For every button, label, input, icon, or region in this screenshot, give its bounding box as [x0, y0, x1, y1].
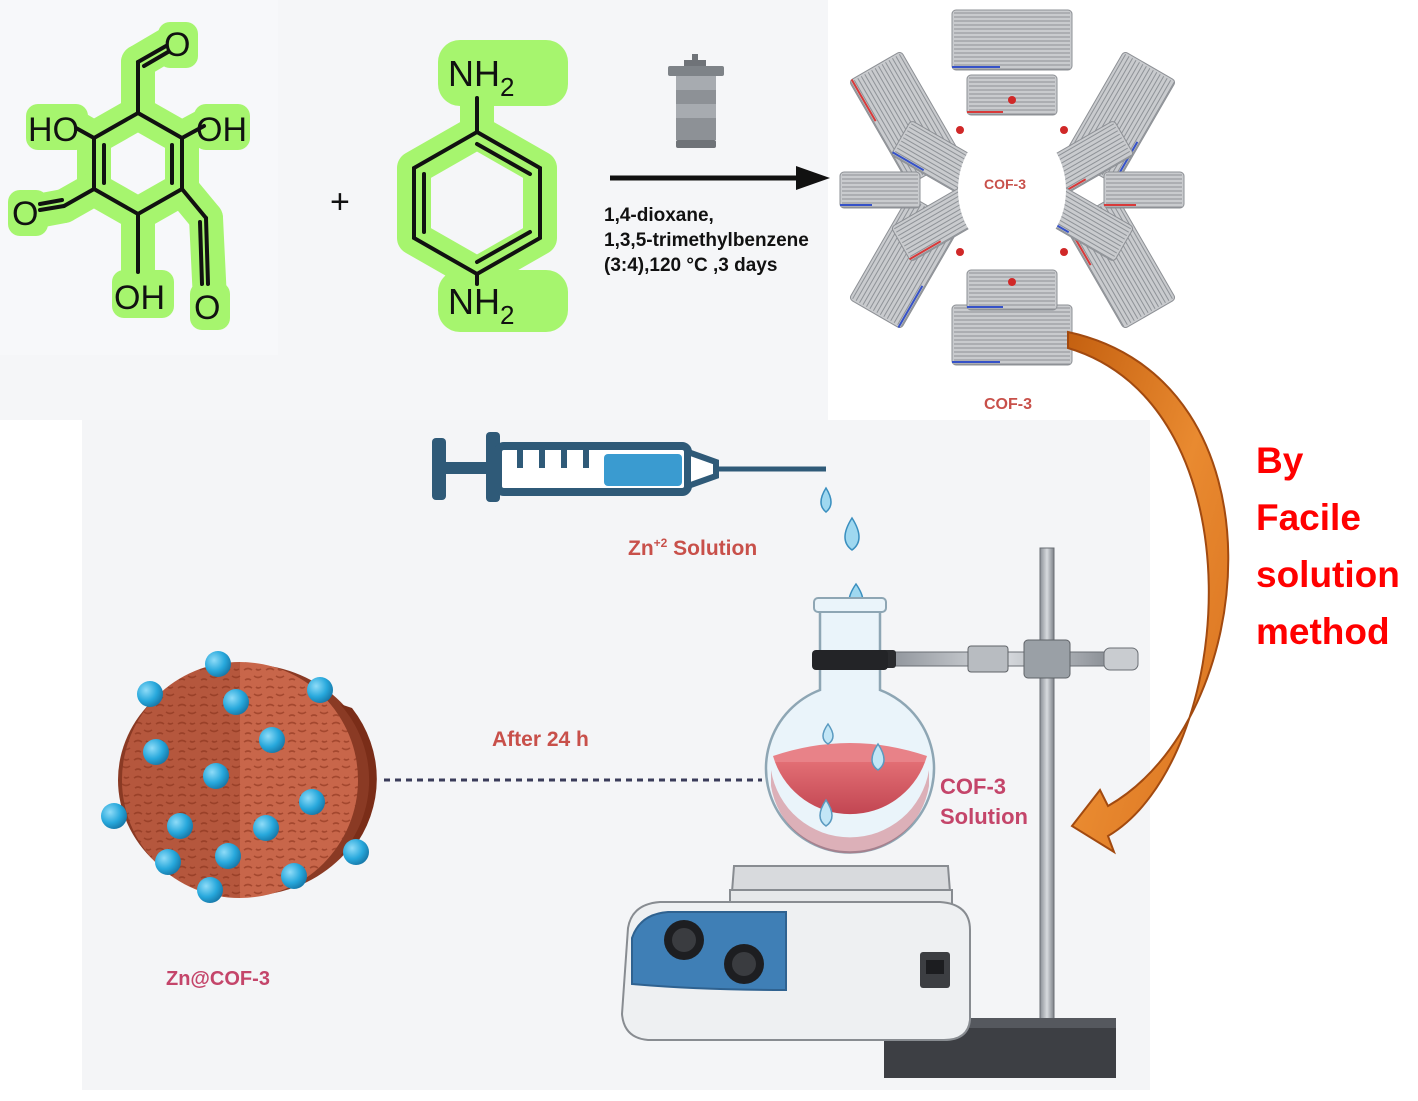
autoclave-icon	[668, 54, 724, 148]
cof-atom	[1060, 248, 1068, 256]
panel-gap	[0, 355, 278, 420]
zinc-particle	[155, 849, 181, 875]
panel-plus	[278, 0, 370, 420]
highlight-oh-right	[194, 104, 250, 150]
ring-stand	[872, 547, 1139, 1078]
conditions-line-1: 1,4-dioxane,	[604, 205, 714, 226]
highlight-oh-bottom	[112, 270, 174, 318]
cof-atom	[1008, 278, 1016, 286]
process-note-line-4: method	[1256, 611, 1390, 652]
label-o-right: O	[194, 289, 220, 327]
highlight-o-top	[158, 22, 198, 68]
highlight-o-left	[8, 190, 48, 236]
label-nh2-top: NH2	[448, 53, 514, 102]
label-o-top: O	[164, 26, 190, 64]
reaction-arrow	[610, 166, 830, 190]
zinc-particle	[137, 681, 163, 707]
bonds-pa	[412, 96, 542, 286]
zinc-particle	[259, 727, 285, 753]
cof-pore	[958, 124, 1066, 256]
time-label: After 24 h	[492, 728, 589, 751]
process-note-line-3: solution	[1256, 554, 1400, 595]
label-oh-right: OH	[196, 111, 247, 149]
cof-rod	[966, 269, 1058, 311]
zinc-particle	[203, 763, 229, 789]
cof-rod	[839, 171, 921, 209]
syringe-label: Zn+2 Solution	[628, 536, 758, 560]
curved-arrow	[1067, 330, 1230, 855]
process-note-line-1: By	[1256, 440, 1304, 481]
cof-atom	[1060, 126, 1068, 134]
syringe-icon	[432, 432, 826, 502]
flask-label-line-2: Solution	[940, 804, 1028, 829]
zinc-particles	[101, 651, 369, 903]
process-note-line-2: Facile	[1256, 497, 1361, 538]
zinc-particle	[223, 689, 249, 715]
hot-plate	[620, 865, 971, 1041]
label-nh2-bottom: NH2	[448, 281, 514, 330]
cof-atom	[1008, 96, 1016, 104]
cof-rod	[966, 74, 1058, 116]
bonds-tp	[38, 44, 210, 286]
conditions-line-3: (3:4),120 °C ,3 days	[604, 255, 778, 276]
cof-rod	[951, 9, 1073, 71]
round-bottom-flask	[764, 597, 936, 854]
cof-rod	[951, 304, 1073, 366]
label-oh-bottom: OH	[114, 279, 165, 317]
highlight-nh2-top	[438, 40, 568, 106]
cof-atom	[956, 248, 964, 256]
zn-cof-sphere	[101, 651, 377, 903]
zinc-particle	[197, 877, 223, 903]
monomer-pa: NH2 NH2	[397, 40, 568, 332]
label-o-left: O	[12, 195, 38, 233]
zinc-particle	[343, 839, 369, 865]
cof-atom	[956, 126, 964, 134]
zinc-particle	[215, 843, 241, 869]
zinc-particle	[205, 651, 231, 677]
monomer-tp: HO OH OH O O O	[8, 22, 250, 330]
product-label: Zn@COF-3	[166, 968, 270, 990]
zinc-particle	[101, 803, 127, 829]
panel-gap-2	[370, 338, 588, 420]
label-ho-left: HO	[28, 111, 79, 149]
zinc-particle	[253, 815, 279, 841]
highlight-ho-left	[26, 104, 88, 150]
zinc-particle	[167, 813, 193, 839]
zinc-particle	[143, 739, 169, 765]
cof-framework	[839, 9, 1185, 366]
plus-sign: +	[330, 183, 350, 221]
highlight-o-right	[190, 282, 230, 330]
zinc-particle	[281, 863, 307, 889]
flask-label-line-1: COF-3	[940, 774, 1006, 799]
cof-label-outer: COF-3	[984, 396, 1032, 413]
conditions-line-2: 1,3,5-trimethylbenzene	[604, 230, 809, 251]
cof-label-inner: COF-3	[984, 176, 1026, 192]
zinc-particle	[307, 677, 333, 703]
cof-rod	[1103, 171, 1185, 209]
zinc-particle	[299, 789, 325, 815]
